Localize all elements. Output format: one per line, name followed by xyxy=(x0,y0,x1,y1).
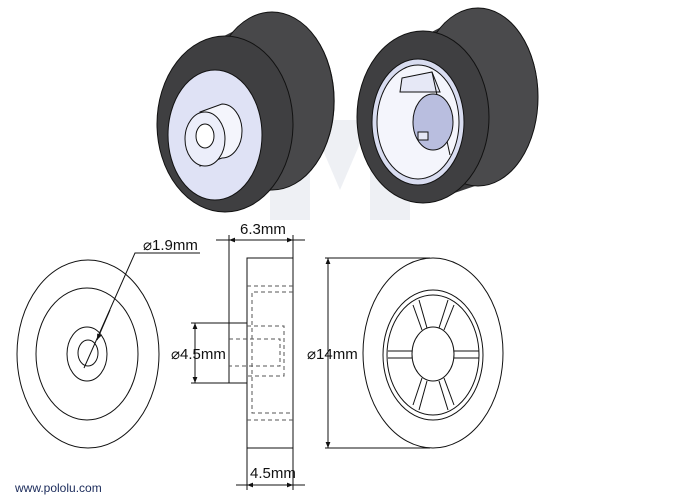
hole-diameter-label: ⌀1.9mm xyxy=(143,237,198,254)
hub-diameter-label: ⌀4.5mm xyxy=(171,346,226,363)
side-view: 6.3mm ⌀4.5mm 4.5mm xyxy=(171,221,305,490)
pololu-url[interactable]: www.pololu.com xyxy=(14,481,102,495)
tire-width-label: 4.5mm xyxy=(250,465,296,482)
front-view-hub-side: ⌀1.9mm xyxy=(16,237,200,449)
wheel-3d-hub-side xyxy=(156,11,335,213)
overall-width-label: 6.3mm xyxy=(240,221,286,238)
front-view-spoke-side: ⌀14mm xyxy=(307,257,504,449)
wheel-3d-spoke-side xyxy=(356,7,539,204)
wheel-diameter-label: ⌀14mm xyxy=(307,346,358,363)
